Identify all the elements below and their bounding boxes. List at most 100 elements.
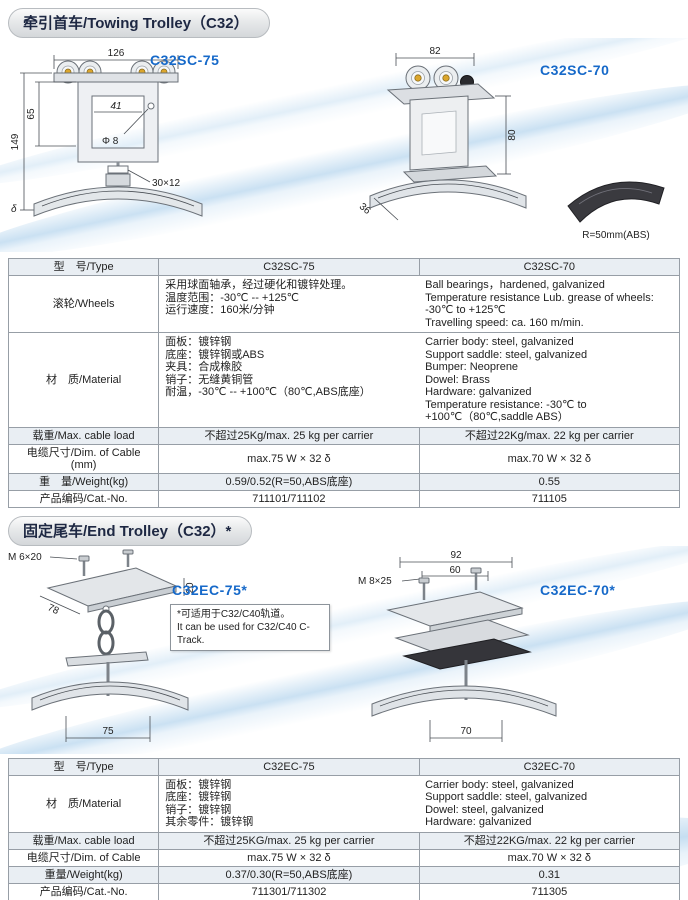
bolts [78, 549, 134, 576]
cell-catno-sc75: 711101/711102 [158, 489, 420, 508]
dim-label-65: 65 [26, 108, 37, 120]
clamp-plate [402, 165, 498, 183]
cell-load-ec70: 不超过22KG/max. 22 kg per carrier [418, 831, 681, 850]
clamp-bar [65, 650, 149, 667]
abs-label: R=50mm(ABS) [582, 230, 650, 241]
dim-label-82: 82 [429, 46, 441, 57]
cell-load-sc75: 不超过25Kg/max. 25 kg per carrier [158, 426, 420, 445]
product-title-c32ec-70: C32EC-70* [540, 581, 616, 598]
drawing-area-end: M 6×20 20 78 [0, 545, 688, 754]
section-header-end-trolley: 固定尾车/End Trolley（C32）* [8, 515, 253, 546]
table-row-material: 材 质/Material 面板：镀锌钢 底座：镀锌钢或ABS 夹具：合成橡胶 销… [7, 332, 680, 428]
product-title-c32ec-75: C32EC-75* [172, 581, 248, 598]
cell-weight-sc75: 0.59/0.52(R=50,ABS底座) [158, 472, 420, 491]
dim-label-41: 41 [110, 101, 121, 112]
cell-cable-sc70: max.70 W × 32 δ [418, 443, 681, 474]
saddle [31, 681, 189, 711]
drawing-c32ec-75: M 6×20 20 78 [8, 549, 196, 742]
row-label-material: 材 质/Material [7, 332, 160, 428]
cell-catno-ec75: 711301/711302 [158, 882, 420, 900]
wheels-desc-en: Ball bearings，hardened, galvanized Tempe… [425, 279, 654, 329]
compatibility-note: *可适用于C32/C40轨道。 It can be used for C32/C… [170, 603, 330, 651]
cell-load-ec75: 不超过25KG/max. 25 kg per carrier [158, 831, 420, 850]
product-title-c32sc-70: C32SC-70 [540, 62, 610, 78]
plate-edge [87, 584, 177, 613]
chain-shackle [97, 605, 115, 655]
dim-inner-height-65: 65 [26, 81, 76, 147]
cell-wheels-desc: 采用球面轴承，经过硬化和镀锌处理。 温度范围：-30℃ -- +125℃ 运行速… [158, 275, 680, 333]
spec-table-end: 型 号/Type C32EC-75 C32EC-70 材 质/Material … [7, 757, 681, 900]
cell-weight-ec70: 0.31 [418, 865, 681, 884]
cell-material-desc: 面板：镀锌钢 底座：镀锌钢或ABS 夹具：合成橡胶 销子：无缝黄铜管 耐温，-3… [158, 332, 680, 428]
cell-type-sc75: C32SC-75 [158, 258, 420, 276]
dim-depth-36: 36 [357, 197, 399, 221]
dim-bolt-m8: M 8×25 [358, 576, 421, 587]
dim-20: 20 [183, 577, 196, 596]
rubber-pad [402, 637, 532, 670]
section1-title: 牵引首车/Towing Trolley（C32） [23, 15, 249, 32]
plate-edge [429, 606, 523, 633]
material-desc-zh: 面板：镀锌钢 底座：镀锌钢或ABS 夹具：合成橡胶 销子：无缝黄铜管 耐温，-3… [165, 336, 371, 398]
cell-cable-ec75: max.75 W × 32 δ [158, 848, 420, 867]
dim-inner-41: 41 [94, 101, 142, 113]
saddle [33, 173, 203, 217]
row-label-cable: 电缆尺寸/Dim. of Cable [7, 848, 160, 867]
mid-plate [394, 618, 530, 654]
top-plate [53, 72, 179, 83]
row-label-material: 材 质/Material [7, 774, 160, 833]
hole-dim: Φ 8 [102, 102, 155, 147]
carrier-frame [77, 81, 159, 163]
slot-dim: 30×12 [107, 165, 181, 189]
drawing-area-towing: 126 41 Φ 8 149 [0, 38, 688, 252]
cell-weight-ec75: 0.37/0.30(R=50,ABS底座) [158, 865, 420, 884]
cell-cable-ec70: max.70 W × 32 δ [418, 848, 681, 867]
note-en: It can be used for C32/C40 C-Track. [177, 621, 310, 646]
row-label-cable: 电缆尺寸/Dim. of Cable (mm) [7, 443, 160, 474]
dim-label-149: 149 [10, 133, 21, 150]
section-header-towing-trolley: 牵引首车/Towing Trolley（C32） [8, 8, 270, 38]
spec-table-towing: 型 号/Type C32SC-75 C32SC-70 滚轮/Wheels 采用球… [7, 258, 681, 508]
body-window [421, 110, 457, 156]
cell-type-ec75: C32EC-75 [158, 757, 420, 776]
row-label-type: 型 号/Type [7, 757, 160, 776]
dim-label-60: 60 [449, 565, 461, 576]
table-row-wheels: 滚轮/Wheels 采用球面轴承，经过硬化和镀锌处理。 温度范围：-30℃ --… [7, 275, 680, 333]
table-row-weight: 重 量/Weight(kg) 0.59/0.52(R=50,ABS底座) 0.5… [7, 472, 681, 491]
cell-material-desc: 面板：镀锌钢 底座：镀锌钢 销子：镀锌钢 其余零件：镀锌钢 Carrier bo… [158, 774, 680, 833]
table-row-type: 型 号/Type C32SC-75 C32SC-70 [7, 258, 681, 276]
drawing-c32sc-75: 126 41 Φ 8 149 [10, 48, 203, 217]
cell-type-ec70: C32EC-70 [418, 757, 681, 776]
material-desc-zh: 面板：镀锌钢 底座：镀锌钢 销子：镀锌钢 其余零件：镀锌钢 [165, 778, 254, 829]
dim-78: 78 [39, 595, 81, 617]
row-label-type: 型 号/Type [7, 258, 160, 276]
table-row-catno: 产品编码/Cat.-No. 711301/711302 711305 [7, 882, 681, 900]
saddle [371, 685, 557, 717]
dim-label-hole: Φ 8 [102, 136, 119, 147]
table-row-catno: 产品编码/Cat.-No. 711101/711102 711105 [7, 489, 681, 508]
rubber-buffer [567, 181, 665, 223]
dim-height-80: 80 [495, 95, 518, 175]
dim-label-slot: 30×12 [152, 178, 181, 189]
dim-92: 92 [399, 550, 513, 568]
row-label-load: 载重/Max. cable load [7, 831, 160, 850]
row-label-weight: 重量/Weight(kg) [7, 865, 160, 884]
dim-label-delta: δ [11, 204, 17, 215]
row-label-load: 载重/Max. cable load [7, 426, 160, 445]
dim-width-126: 126 [53, 48, 179, 69]
row-label-catno: 产品编码/Cat.-No. [7, 882, 160, 900]
saddle [369, 179, 527, 209]
dim-label-78: 78 [46, 602, 61, 617]
dim-height-149: 149 [10, 72, 52, 211]
row-label-wheels: 滚轮/Wheels [7, 275, 160, 333]
cell-catno-sc70: 711105 [418, 489, 681, 508]
dim-label-75: 75 [102, 726, 114, 737]
dim-label-92: 92 [450, 550, 462, 561]
material-desc-en: Carrier body: steel, galvanized Support … [425, 778, 588, 829]
material-desc-en: Carrier body: steel, galvanized Support … [425, 336, 588, 423]
dim-label-70: 70 [460, 726, 472, 737]
row-label-weight: 重 量/Weight(kg) [7, 472, 160, 491]
dim-width-82: 82 [395, 46, 475, 66]
product-title-c32sc-75: C32SC-75 [150, 52, 220, 68]
dim-70: 70 [429, 719, 503, 742]
